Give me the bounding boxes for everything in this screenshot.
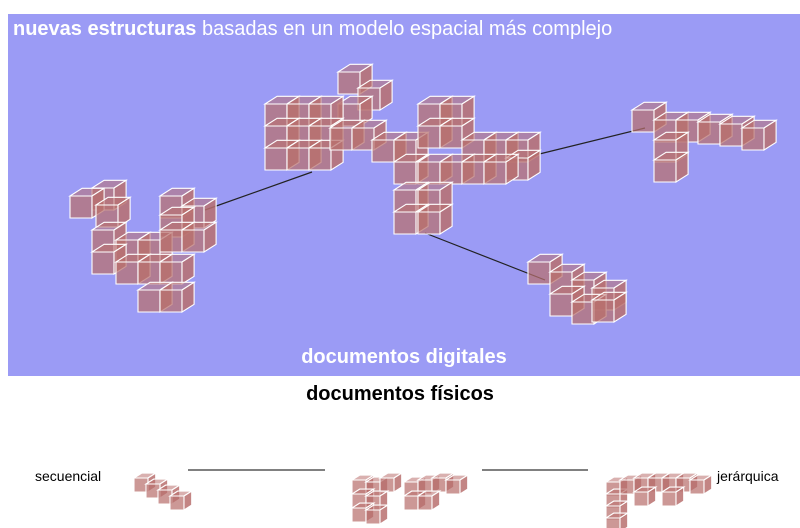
cube-front-face bbox=[439, 161, 463, 185]
sequential-label: secuencial bbox=[35, 468, 102, 484]
cube-front-face bbox=[527, 261, 551, 285]
cube-front-face bbox=[264, 147, 288, 171]
structure-bottom bbox=[526, 253, 628, 326]
cube-side-face bbox=[379, 79, 393, 112]
cube-front-face bbox=[115, 261, 139, 285]
cube-front-face bbox=[689, 479, 705, 495]
physical-tree bbox=[350, 472, 470, 526]
cube-side-face bbox=[675, 486, 685, 508]
title-bold: nuevas estructuras bbox=[13, 18, 197, 40]
cube-side-face bbox=[439, 203, 453, 236]
cube-side-face bbox=[203, 197, 217, 230]
hierarchical-label: jerárquica bbox=[717, 468, 779, 484]
title-rest: basadas en un modelo espacial más comple… bbox=[196, 18, 613, 40]
cube-front-face bbox=[137, 289, 161, 313]
cube-side-face bbox=[393, 472, 403, 494]
diagram-title: nuevas estructuras basadas en un modelo … bbox=[13, 18, 612, 41]
cube-front-face bbox=[337, 71, 361, 95]
cube-front-face bbox=[286, 147, 310, 171]
cube-side-face bbox=[117, 196, 131, 229]
cube-front-face bbox=[308, 147, 332, 171]
cube-front-face bbox=[181, 229, 205, 253]
digital-documents-panel: nuevas estructuras basadas en un modelo … bbox=[8, 14, 800, 376]
cube-front-face bbox=[653, 159, 677, 183]
cube-front-face bbox=[445, 479, 461, 495]
cube-front-face bbox=[159, 229, 183, 253]
cube-front-face bbox=[159, 289, 183, 313]
cube-front-face bbox=[549, 293, 573, 317]
cube-front-face bbox=[719, 123, 743, 147]
cube-side-face bbox=[183, 490, 193, 512]
physical-sequential bbox=[132, 472, 194, 512]
cube-front-face bbox=[483, 161, 507, 185]
cube-side-face bbox=[359, 95, 373, 128]
cube-front-face bbox=[697, 121, 721, 145]
cube-front-face bbox=[403, 495, 419, 511]
cube-side-face bbox=[763, 119, 777, 152]
physical-hierarchical bbox=[604, 472, 714, 528]
cube-side-face bbox=[203, 221, 217, 254]
cube-front-face bbox=[329, 127, 353, 151]
digital-documents-label: documentos digitales bbox=[301, 346, 507, 368]
structure-center bbox=[263, 63, 542, 236]
cube-front-face bbox=[371, 139, 395, 163]
cube-front-face bbox=[91, 251, 115, 275]
cube-front-face bbox=[393, 211, 417, 235]
cube-front-face bbox=[571, 301, 595, 325]
cube-side-face bbox=[619, 512, 629, 528]
cube-side-face bbox=[181, 281, 195, 314]
cube-front-face bbox=[741, 127, 765, 151]
cube-front-face bbox=[633, 491, 649, 507]
connector-left-to-center bbox=[204, 171, 313, 211]
connector-lines bbox=[188, 127, 646, 471]
connector-center-to-bottom bbox=[424, 232, 546, 281]
cube-groups bbox=[68, 63, 778, 528]
cube-front-face bbox=[461, 161, 485, 185]
cube-front-face bbox=[379, 477, 395, 493]
cube-side-face bbox=[527, 149, 541, 182]
cube-front-face bbox=[417, 125, 441, 149]
cube-front-face bbox=[137, 261, 161, 285]
cube-front-face bbox=[169, 495, 185, 511]
cube-side-face bbox=[675, 151, 689, 184]
structure-left bbox=[68, 179, 218, 314]
cube-side-face bbox=[459, 474, 469, 496]
cube-side-face bbox=[703, 474, 713, 496]
cube-front-face bbox=[393, 161, 417, 185]
cube-front-face bbox=[661, 491, 677, 507]
cube-side-face bbox=[505, 153, 519, 186]
cube-front-face bbox=[365, 509, 381, 525]
cube-front-face bbox=[605, 517, 621, 528]
cube-front-face bbox=[631, 109, 655, 133]
cube-front-face bbox=[417, 211, 441, 235]
cube-side-face bbox=[431, 490, 441, 512]
cube-front-face bbox=[439, 125, 463, 149]
structure-right bbox=[630, 101, 778, 184]
cube-front-face bbox=[619, 479, 635, 495]
cube-front-face bbox=[431, 477, 447, 493]
cube-front-face bbox=[351, 507, 367, 523]
cube-side-face bbox=[379, 504, 389, 526]
cube-front-face bbox=[351, 127, 375, 151]
cube-front-face bbox=[591, 299, 615, 323]
cube-front-face bbox=[159, 261, 183, 285]
cube-side-face bbox=[613, 291, 627, 324]
cube-front-face bbox=[417, 161, 441, 185]
cube-front-face bbox=[417, 495, 433, 511]
cube-side-face bbox=[647, 486, 657, 508]
physical-documents-label: documentos físicos bbox=[306, 383, 494, 405]
cube-front-face bbox=[69, 195, 93, 219]
cube-side-face bbox=[181, 253, 195, 286]
